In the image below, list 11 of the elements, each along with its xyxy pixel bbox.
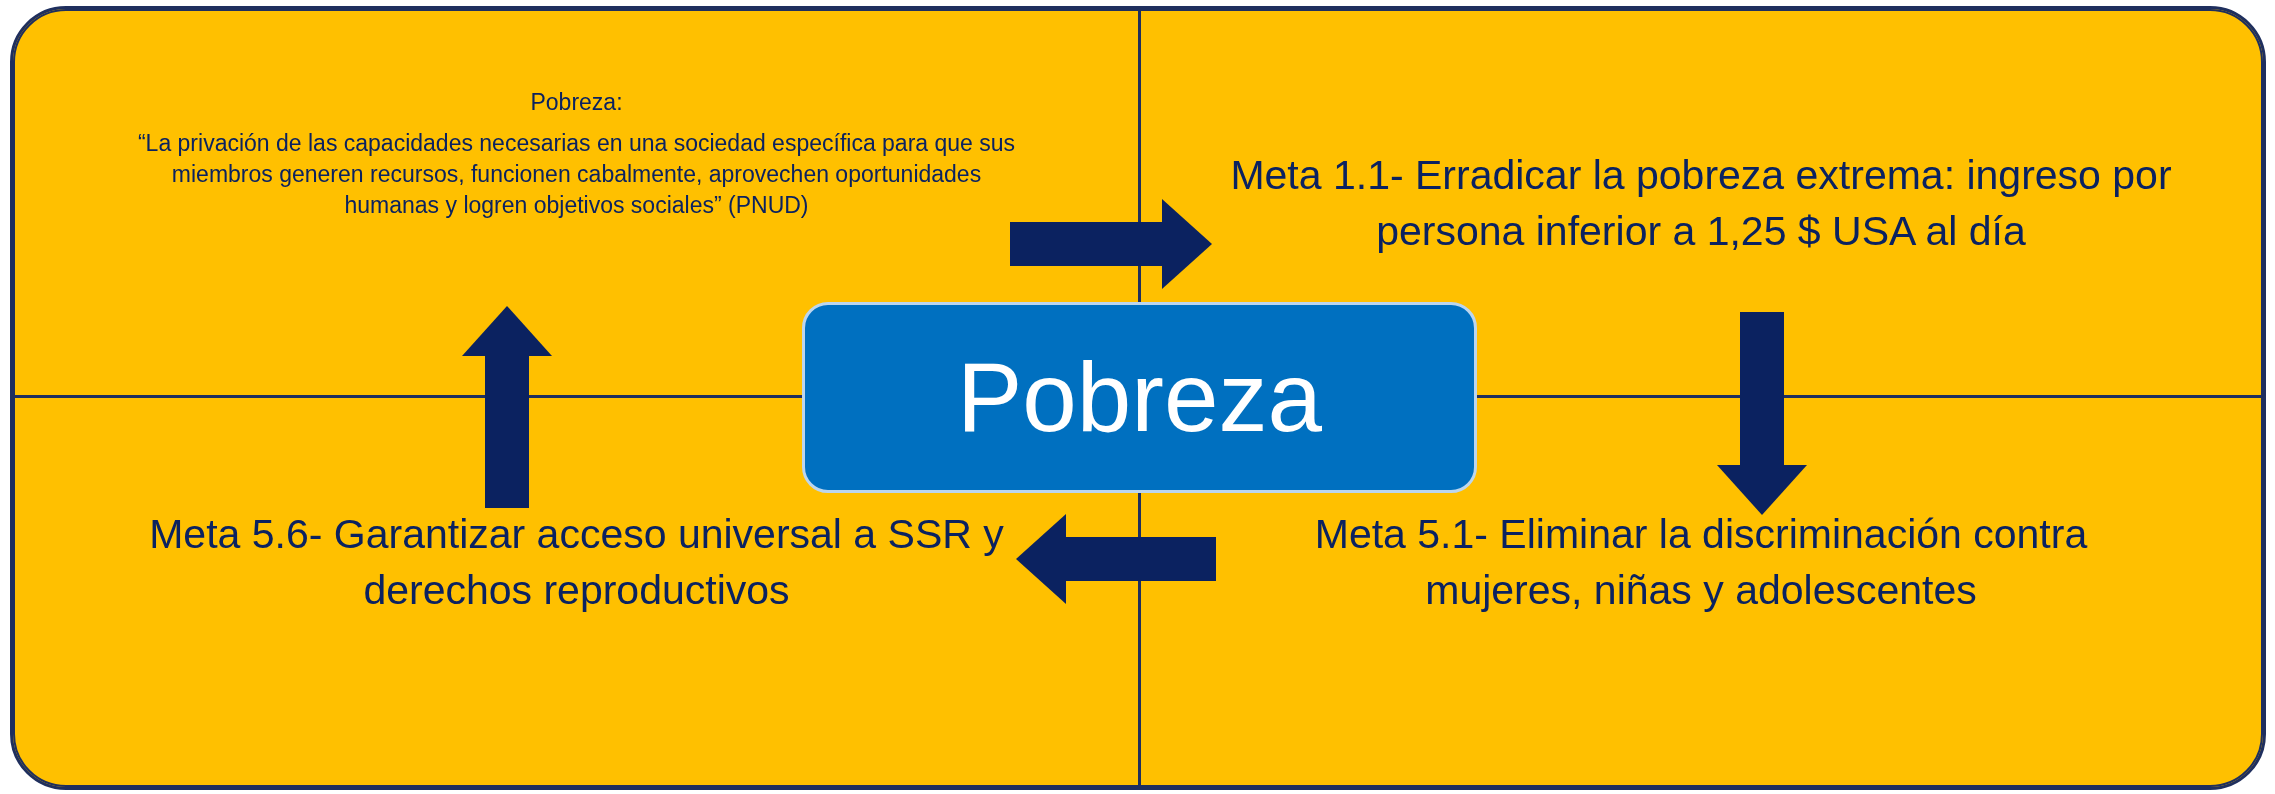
- goal-text: Meta 5.1- Eliminar la discriminación contra mujeres, niñas y adolescentes: [1313, 510, 2089, 615]
- block-arrow: [1010, 199, 1212, 289]
- quadrant-panel: [10, 6, 2266, 790]
- heading-text: Pobreza:: [530, 88, 623, 117]
- block-arrow: [1016, 514, 1216, 604]
- block-arrow: [462, 306, 552, 508]
- block-arrow: [1717, 312, 1807, 515]
- goal-text: Meta 1.1- Erradicar la pobreza extrema: ingreso por persona inferior a 1,25 $ USA al día: [1229, 151, 2173, 256]
- title-box: Pobreza: [802, 302, 1477, 493]
- goal-text: Meta 5.6- Garantizar acceso universal a SSR y derechos reproductivos: [148, 510, 1005, 615]
- quote-text: “La privación de las capacidades necesarias en una sociedad específica para que sus miembros generen recursos, funcionen cabalmente, aprovechen oportunidades humanas y logren objetivos sociales” (PNUD): [136, 129, 1017, 220]
